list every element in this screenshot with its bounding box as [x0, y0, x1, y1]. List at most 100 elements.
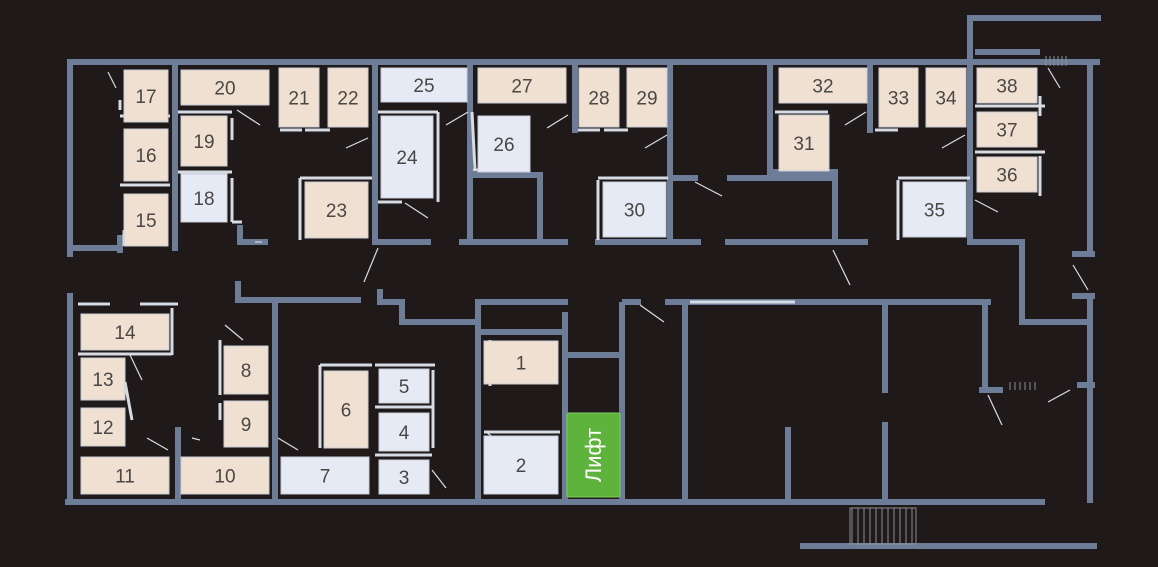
unit-30[interactable]: 30: [602, 181, 667, 238]
unit-area[interactable]: [976, 111, 1038, 148]
unit-23[interactable]: 23: [304, 181, 369, 239]
unit-35[interactable]: 35: [902, 181, 967, 238]
unit-25[interactable]: 25: [380, 67, 468, 103]
unit-29[interactable]: 29: [626, 67, 668, 128]
unit-area[interactable]: [123, 193, 169, 247]
elevator-area[interactable]: [566, 412, 621, 498]
unit-22[interactable]: 22: [327, 67, 369, 128]
unit-16[interactable]: 16: [123, 128, 169, 182]
unit-9[interactable]: 9: [223, 400, 269, 448]
unit-area[interactable]: [180, 173, 228, 223]
unit-area[interactable]: [578, 67, 620, 128]
unit-38[interactable]: 38: [976, 67, 1038, 104]
unit-28[interactable]: 28: [578, 67, 620, 128]
unit-area[interactable]: [327, 67, 369, 128]
unit-area[interactable]: [180, 115, 228, 167]
unit-area[interactable]: [123, 69, 169, 123]
unit-13[interactable]: 13: [80, 357, 126, 401]
unit-4[interactable]: 4: [378, 412, 430, 452]
unit-area[interactable]: [180, 69, 270, 106]
unit-33[interactable]: 33: [878, 67, 919, 128]
unit-area[interactable]: [380, 67, 468, 103]
unit-number-label: 6: [341, 401, 352, 422]
unit-36[interactable]: 36: [976, 156, 1038, 193]
unit-21[interactable]: 21: [278, 67, 320, 128]
unit-1[interactable]: 1: [483, 340, 559, 385]
door-swings: [107, 67, 1089, 489]
unit-15[interactable]: 15: [123, 193, 169, 247]
unit-number-label: 16: [135, 146, 156, 167]
unit-26[interactable]: 26: [477, 115, 531, 173]
unit-area[interactable]: [223, 345, 269, 395]
unit-area[interactable]: [976, 67, 1038, 104]
unit-32[interactable]: 32: [778, 67, 868, 104]
unit-6[interactable]: 6: [323, 370, 369, 449]
elevator[interactable]: Лифт: [566, 412, 621, 498]
unit-18[interactable]: 18: [180, 173, 228, 223]
unit-area[interactable]: [80, 456, 170, 495]
unit-area[interactable]: [223, 400, 269, 448]
unit-area[interactable]: [80, 407, 126, 447]
unit-number-label: 10: [214, 467, 235, 488]
unit-area[interactable]: [976, 156, 1038, 193]
unit-area[interactable]: [180, 456, 270, 495]
unit-area[interactable]: [378, 412, 430, 452]
unit-area[interactable]: [778, 114, 830, 172]
unit-37[interactable]: 37: [976, 111, 1038, 148]
unit-area[interactable]: [323, 370, 369, 449]
elevator-label: Лифт: [581, 428, 606, 482]
unit-11[interactable]: 11: [80, 456, 170, 495]
unit-10[interactable]: 10: [180, 456, 270, 495]
unit-number-label: 18: [193, 189, 214, 210]
unit-area[interactable]: [80, 313, 170, 351]
unit-number-label: 15: [135, 211, 156, 232]
unit-number-label: 3: [399, 468, 410, 489]
unit-area[interactable]: [380, 115, 434, 199]
walls: [65, 15, 1101, 549]
unit-7[interactable]: 7: [280, 456, 370, 495]
unit-area[interactable]: [477, 67, 567, 104]
unit-number-label: 33: [888, 89, 909, 110]
unit-area[interactable]: [477, 115, 531, 173]
unit-8[interactable]: 8: [223, 345, 269, 395]
unit-area[interactable]: [483, 340, 559, 385]
unit-area[interactable]: [878, 67, 919, 128]
unit-area[interactable]: [80, 357, 126, 401]
unit-area[interactable]: [626, 67, 668, 128]
unit-area[interactable]: [378, 368, 430, 404]
unit-area[interactable]: [602, 181, 667, 238]
unit-20[interactable]: 20: [180, 69, 270, 106]
unit-number-label: 32: [812, 77, 833, 98]
unit-19[interactable]: 19: [180, 115, 228, 167]
unit-14[interactable]: 14: [80, 313, 170, 351]
unit-2[interactable]: 2: [483, 435, 559, 495]
unit-3[interactable]: 3: [378, 459, 430, 495]
unit-31[interactable]: 31: [778, 114, 830, 172]
unit-12[interactable]: 12: [80, 407, 126, 447]
unit-number-label: 17: [135, 87, 156, 108]
unit-area[interactable]: [483, 435, 559, 495]
unit-17[interactable]: 17: [123, 69, 169, 123]
unit-area[interactable]: [304, 181, 369, 239]
unit-number-label: 29: [636, 89, 657, 110]
unit-number-label: 9: [241, 415, 252, 436]
unit-number-label: 23: [326, 201, 347, 222]
unit-area[interactable]: [278, 67, 320, 128]
unit-area[interactable]: [925, 67, 967, 128]
unit-number-label: 25: [413, 76, 434, 97]
unit-5[interactable]: 5: [378, 368, 430, 404]
unit-area[interactable]: [280, 456, 370, 495]
unit-number-label: 4: [399, 423, 410, 444]
unit-number-label: 31: [793, 134, 814, 155]
unit-24[interactable]: 24: [380, 115, 434, 199]
unit-area[interactable]: [378, 459, 430, 495]
unit-number-label: 13: [92, 370, 113, 391]
unit-27[interactable]: 27: [477, 67, 567, 104]
unit-area[interactable]: [778, 67, 868, 104]
unit-number-label: 36: [996, 166, 1017, 187]
unit-area[interactable]: [902, 181, 967, 238]
unit-34[interactable]: 34: [925, 67, 967, 128]
unit-number-label: 21: [288, 89, 309, 110]
unit-area[interactable]: [123, 128, 169, 182]
